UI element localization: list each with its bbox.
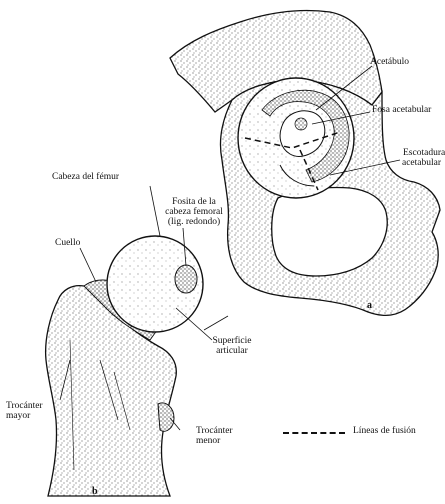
label-superficie-line2: articular [202,346,262,357]
label-fosita-line3: (lig. redondo) [160,217,228,228]
label-fosita-line1: Fosita de la [160,197,228,208]
label-escotadura-line1: Escotadura [403,148,445,159]
panel-label-a: a [367,300,372,311]
femur [46,186,228,496]
label-trocanter-mayor-line2: mayor [6,411,30,422]
label-trocanter-mayor-line1: Trocánter [6,401,43,412]
label-trocanter-menor-line2: menor [196,436,220,447]
label-fosa-acetabular: Fosa acetabular [372,105,431,116]
label-cabeza-femur: Cabeza del fémur [52,172,119,183]
label-cuello: Cuello [55,238,80,249]
panel-label-b: b [92,486,98,497]
label-escotadura-line2: acetabular [402,158,441,169]
fusion-line-legend-swatch [283,432,345,434]
label-fosita-line2: cabeza femoral [156,207,232,218]
label-acetabulo: Acetábulo [370,57,409,68]
label-trocanter-menor-line1: Trocánter [196,426,233,437]
label-superficie-line1: Superficie [202,336,262,347]
label-legend-fusion: Líneas de fusión [353,426,416,437]
